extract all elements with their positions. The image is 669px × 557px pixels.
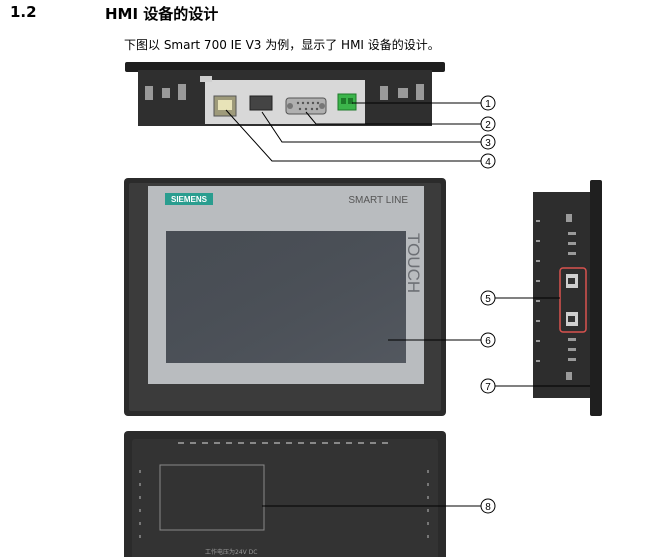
- svg-text:7: 7: [485, 382, 491, 393]
- section-title: HMI 设备的设计: [105, 5, 219, 23]
- svg-text:6: 6: [485, 336, 491, 347]
- power-connector: [337, 93, 357, 111]
- svg-text:3: 3: [485, 138, 491, 149]
- rear-label-area: [159, 464, 265, 531]
- front-view: SIEMENS SMART LINE TOUCH: [124, 178, 446, 416]
- brand-logo: SIEMENS: [171, 195, 208, 204]
- section-number: 1.2: [10, 3, 37, 21]
- mounting-clip-highlight: [559, 267, 587, 333]
- svg-text:5: 5: [485, 294, 491, 305]
- serial-port: [285, 97, 327, 115]
- callout-8: 8: [480, 498, 496, 514]
- callout-5: 5: [480, 290, 496, 306]
- top-view: [125, 62, 445, 126]
- callout-1: 1: [480, 95, 496, 111]
- usb-port: [249, 95, 273, 111]
- svg-text:2: 2: [485, 120, 491, 131]
- intro-text: 下图以 Smart 700 IE V3 为例，显示了 HMI 设备的设计。: [124, 38, 440, 52]
- svg-text:1: 1: [485, 99, 491, 110]
- rear-warning-text: 工作电压为24V DC: [205, 548, 257, 556]
- callout-3: 3: [480, 134, 496, 150]
- product-line-label: SMART LINE: [348, 195, 408, 206]
- callout-6: 6: [480, 332, 496, 348]
- touch-label: TOUCH: [404, 233, 423, 293]
- svg-text:8: 8: [485, 502, 491, 513]
- side-view: [533, 180, 602, 416]
- callout-4: 4: [480, 153, 496, 169]
- callout-7: 7: [480, 378, 496, 394]
- svg-text:4: 4: [485, 157, 491, 168]
- rear-view: 工作电压为24V DC: [124, 431, 446, 557]
- siemens-badge: [165, 193, 213, 205]
- callout-2: 2: [480, 116, 496, 132]
